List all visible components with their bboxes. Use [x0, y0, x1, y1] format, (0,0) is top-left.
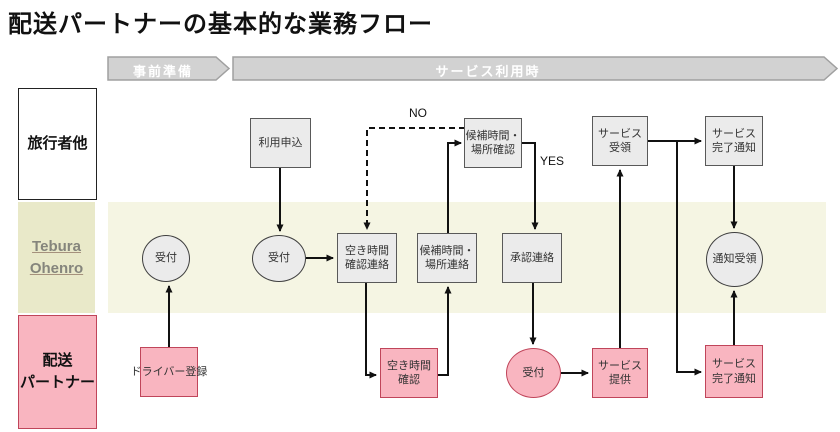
- edge-label-no: NO: [409, 106, 427, 120]
- node-riyou-moushikomi: 利用申込: [250, 118, 311, 168]
- phase-arrow-prep: [107, 56, 231, 81]
- edge-label-yes: YES: [540, 154, 565, 168]
- edge-yes-to-shounin-renraku: [522, 142, 539, 230]
- edge-akijikan-renraku-to-akijikan-kakunin: [365, 283, 377, 379]
- phase-label-service: サービス利用時: [435, 64, 541, 79]
- lane-label-text: Tebura: [32, 237, 81, 255]
- node-driver-touroku: ドライバー登録: [131, 347, 207, 397]
- node-tsuuchi-juryou: 通知受領: [706, 232, 763, 287]
- edge-akijikan-kakunin-to-kouho-renraku: [438, 286, 452, 376]
- node-kouho-jikan-basho-kakunin: 候補時間・ 場所確認: [464, 118, 522, 168]
- lane-label-partner: 配送 パートナー: [18, 315, 97, 429]
- node-uketsuke-riyou: 受付: [252, 235, 306, 282]
- node-kouho-jikan-basho-renraku: 候補時間・ 場所連絡: [417, 233, 477, 283]
- phase-arrow-service: [232, 56, 839, 81]
- lane-label-text: 旅行者他: [27, 135, 88, 153]
- lane-label-text: パートナー: [19, 374, 95, 391]
- node-uketsuke-partner: 受付: [506, 348, 561, 398]
- edge-no-dashed: [363, 127, 465, 230]
- node-akijikan-kakunin-renraku: 空き時間 確認連絡: [337, 233, 397, 283]
- node-service-kanryou-tsuuchi-traveler: サービス 完了通知: [705, 116, 763, 166]
- edge-kouho-renraku-to-kouho-kakunin: [447, 139, 462, 233]
- node-service-teikyou: サービス 提供: [592, 348, 648, 398]
- node-akijikan-kakunin: 空き時間 確認: [380, 348, 438, 398]
- node-shounin-renraku: 承認連絡: [502, 233, 562, 283]
- node-service-kanryou-tsuuchi-partner: サービス 完了通知: [705, 345, 763, 398]
- node-uketsuke-jizen: 受付: [142, 235, 190, 282]
- lane-label-traveler: 旅行者他: [18, 88, 97, 200]
- lane-label-text: Ohenro: [29, 259, 84, 277]
- phase-label-prep: 事前準備: [132, 64, 193, 79]
- lane-label-tebura: Tebura Ohenro: [18, 202, 95, 313]
- node-service-juryou: サービス 受領: [592, 116, 648, 166]
- lane-label-text: 配送: [42, 352, 73, 370]
- edge-juryou-to-kanryou-partner: [676, 141, 702, 376]
- page-title: 配送パートナーの基本的な業務フロー: [8, 11, 433, 38]
